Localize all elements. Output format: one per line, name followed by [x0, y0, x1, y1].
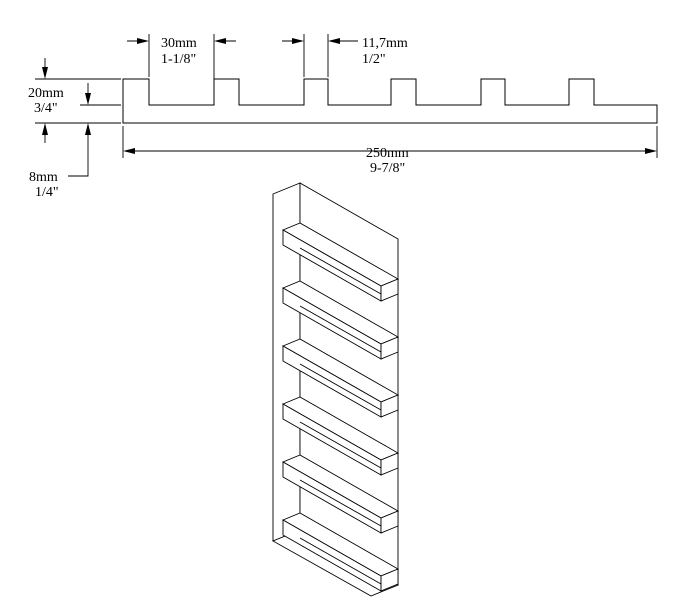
dimension-slot-width: 11,7mm 1/2" [282, 34, 408, 77]
isometric-ribs [281, 222, 400, 592]
arrow-head [137, 38, 149, 44]
leader-line [68, 135, 89, 177]
slot-depth-metric: 8mm [29, 170, 58, 185]
arrow-head [85, 123, 91, 135]
arrow-head [214, 38, 226, 44]
arrow-head [645, 148, 657, 154]
dimension-overall-length: 250mm 9-7/8" [122, 126, 658, 176]
rib-end-face [380, 568, 399, 592]
arrow-head [42, 67, 48, 79]
rib-end-face [380, 394, 399, 418]
dimension-slot-depth: 8mm 1/4" [29, 83, 121, 200]
slot-inner-line [299, 247, 382, 295]
profile-outline [122, 78, 658, 124]
slot-inner-line [299, 537, 382, 585]
dimension-tooth-width: 30mm 1-1/8" [127, 34, 236, 103]
tooth-width-metric: 30mm [161, 36, 197, 51]
slot-inner-line [299, 305, 382, 353]
slot-width-imperial: 1/2" [362, 52, 386, 67]
rib-end-face [380, 452, 399, 476]
arrow-head [85, 93, 91, 105]
profile-view [122, 78, 658, 124]
arrow-head [328, 38, 340, 44]
overall-length-metric: 250mm [366, 146, 409, 161]
tooth-width-imperial: 1-1/8" [161, 52, 196, 67]
slot-inner-line [299, 421, 382, 469]
slot-depth-imperial: 1/4" [35, 185, 59, 200]
slot-width-metric: 11,7mm [362, 36, 408, 51]
arrow-head [123, 148, 135, 154]
slot-inner-line [299, 479, 382, 527]
rib-end-face [380, 336, 399, 360]
slot-inner-line [299, 363, 382, 411]
arrow-head [42, 123, 48, 135]
total-height-imperial: 3/4" [34, 101, 58, 116]
dimension-total-height: 20mm 3/4" [28, 58, 121, 143]
total-height-metric: 20mm [28, 86, 64, 101]
rib-end-face [380, 510, 399, 534]
isometric-view [271, 182, 400, 597]
rib-end-face [380, 278, 399, 302]
overall-length-imperial: 9-7/8" [370, 161, 405, 176]
arrow-head [292, 38, 304, 44]
